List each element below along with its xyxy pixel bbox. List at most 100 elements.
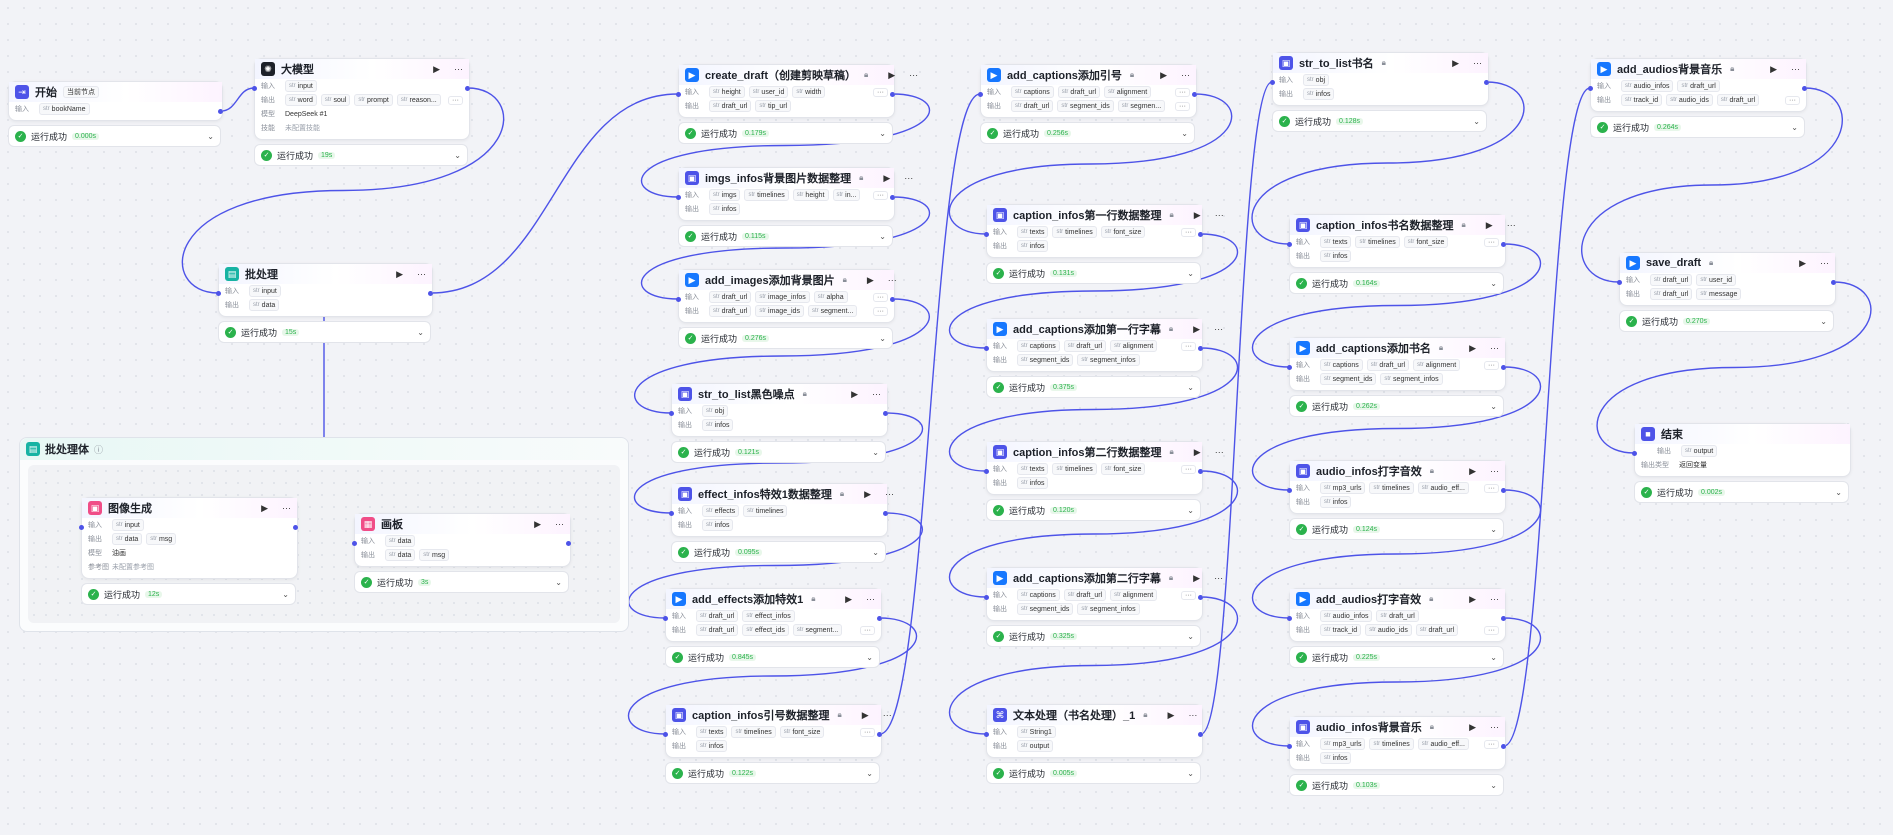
run-status-bar[interactable]: ✓ 运行成功 0.131s ⌄ [986, 262, 1201, 284]
chevron-down-icon[interactable]: ⌄ [207, 131, 214, 141]
run-status-bar[interactable]: ✓ 运行成功 0.120s ⌄ [986, 499, 1201, 521]
play-icon[interactable]: ▶ [1452, 57, 1459, 68]
play-icon[interactable]: ▶ [1167, 709, 1175, 720]
more-icon[interactable]: ··· [1188, 710, 1198, 720]
input-port[interactable] [252, 86, 257, 91]
more-icon[interactable]: ··· [866, 594, 875, 604]
more-icon[interactable]: ··· [1490, 594, 1499, 604]
more-params[interactable]: ··· [1181, 464, 1196, 474]
more-params[interactable]: ··· [1181, 341, 1196, 351]
more-params[interactable]: ··· [1785, 95, 1800, 105]
run-status-bar[interactable]: ✓ 运行成功 0.103s ⌄ [1289, 774, 1504, 796]
output-port[interactable] [1501, 365, 1506, 370]
run-status-bar[interactable]: ✓ 运行成功 0.262s ⌄ [1289, 395, 1504, 417]
run-status-bar[interactable]: ✓ 运行成功 0.264s ⌄ [1590, 116, 1805, 138]
chevron-down-icon[interactable]: ⌄ [1181, 128, 1188, 138]
run-status-bar[interactable]: ✓ 运行成功 0.179s ⌄ [678, 122, 893, 144]
chevron-down-icon[interactable]: ⌄ [454, 150, 461, 160]
more-icon[interactable]: ··· [555, 519, 564, 529]
play-icon[interactable]: ▶ [1193, 572, 1201, 583]
run-status-bar[interactable]: ✓ 运行成功 3s ⌄ [354, 571, 569, 593]
output-port[interactable] [1501, 242, 1506, 247]
play-icon[interactable]: ▶ [433, 63, 440, 74]
output-port[interactable] [883, 411, 888, 416]
more-icon[interactable]: ··· [1506, 220, 1516, 230]
more-params[interactable]: ··· [873, 87, 888, 97]
play-icon[interactable]: ▶ [1160, 69, 1167, 80]
run-status-bar[interactable]: ✓ 运行成功 0.225s ⌄ [1289, 646, 1504, 668]
chevron-down-icon[interactable]: ⌄ [1187, 768, 1194, 778]
chevron-down-icon[interactable]: ⌄ [555, 577, 562, 587]
chevron-down-icon[interactable]: ⌄ [1473, 116, 1480, 126]
chevron-down-icon[interactable]: ⌄ [1490, 652, 1497, 662]
input-port[interactable] [676, 195, 681, 200]
more-icon[interactable]: ··· [1490, 466, 1499, 476]
chevron-down-icon[interactable]: ⌄ [1187, 382, 1194, 392]
run-status-bar[interactable]: ✓ 运行成功 0.095s ⌄ [671, 541, 886, 563]
more-params[interactable]: ··· [1484, 360, 1499, 370]
more-icon[interactable]: ··· [887, 275, 897, 285]
output-port[interactable] [1198, 732, 1203, 737]
play-icon[interactable]: ▶ [1469, 593, 1476, 604]
run-status-bar[interactable]: ✓ 运行成功 0.375s ⌄ [986, 376, 1201, 398]
output-port[interactable] [1198, 346, 1203, 351]
more-icon[interactable]: ··· [904, 173, 914, 183]
output-port[interactable] [877, 616, 882, 621]
run-status-bar[interactable]: ✓ 运行成功 0.121s ⌄ [671, 441, 886, 463]
input-port[interactable] [352, 541, 357, 546]
chevron-down-icon[interactable]: ⌄ [1187, 631, 1194, 641]
run-status-bar[interactable]: ✓ 运行成功 0.845s ⌄ [665, 646, 880, 668]
run-status-bar[interactable]: ✓ 运行成功 0.115s ⌄ [678, 225, 893, 247]
input-port[interactable] [984, 469, 989, 474]
output-port[interactable] [1831, 280, 1836, 285]
output-port[interactable] [1501, 616, 1506, 621]
more-icon[interactable]: ··· [417, 269, 426, 279]
run-status-bar[interactable]: ✓ 运行成功 0.276s ⌄ [678, 327, 893, 349]
input-port[interactable] [1588, 86, 1593, 91]
output-port[interactable] [1198, 595, 1203, 600]
chevron-down-icon[interactable]: ⌄ [879, 128, 886, 138]
more-icon[interactable]: ··· [1214, 210, 1224, 220]
run-status-bar[interactable]: ✓ 运行成功 0.122s ⌄ [665, 762, 880, 784]
run-status-bar[interactable]: ✓ 运行成功 0.256s ⌄ [980, 122, 1195, 144]
output-port[interactable] [890, 92, 895, 97]
more-params[interactable]: ··· [1175, 101, 1190, 111]
input-port[interactable] [978, 92, 983, 97]
more-params[interactable]: ··· [873, 306, 888, 316]
play-icon[interactable]: ▶ [1469, 465, 1476, 476]
run-status-bar[interactable]: ✓ 运行成功 0.002s ⌄ [1634, 481, 1849, 503]
play-icon[interactable]: ▶ [1193, 446, 1201, 457]
more-params[interactable]: ··· [860, 625, 875, 635]
more-icon[interactable]: ··· [882, 710, 892, 720]
more-params[interactable]: ··· [1484, 237, 1499, 247]
run-status-bar[interactable]: ✓ 运行成功 0.325s ⌄ [986, 625, 1201, 647]
output-port[interactable] [465, 86, 470, 91]
run-status-bar[interactable]: ✓ 运行成功 0.270s ⌄ [1619, 310, 1834, 332]
more-icon[interactable]: ··· [1181, 70, 1190, 80]
play-icon[interactable]: ▶ [866, 274, 874, 285]
play-icon[interactable]: ▶ [1485, 219, 1493, 230]
more-icon[interactable]: ··· [1214, 447, 1224, 457]
chevron-down-icon[interactable]: ⌄ [872, 447, 879, 457]
input-port[interactable] [669, 411, 674, 416]
input-port[interactable] [676, 92, 681, 97]
chevron-down-icon[interactable]: ⌄ [1490, 401, 1497, 411]
chevron-down-icon[interactable]: ⌄ [879, 333, 886, 343]
output-port[interactable] [1198, 232, 1203, 237]
more-icon[interactable]: ··· [1473, 58, 1482, 68]
input-port[interactable] [676, 297, 681, 302]
input-port[interactable] [1270, 80, 1275, 85]
output-port[interactable] [883, 511, 888, 516]
input-port[interactable] [1287, 242, 1292, 247]
input-port[interactable] [1287, 365, 1292, 370]
